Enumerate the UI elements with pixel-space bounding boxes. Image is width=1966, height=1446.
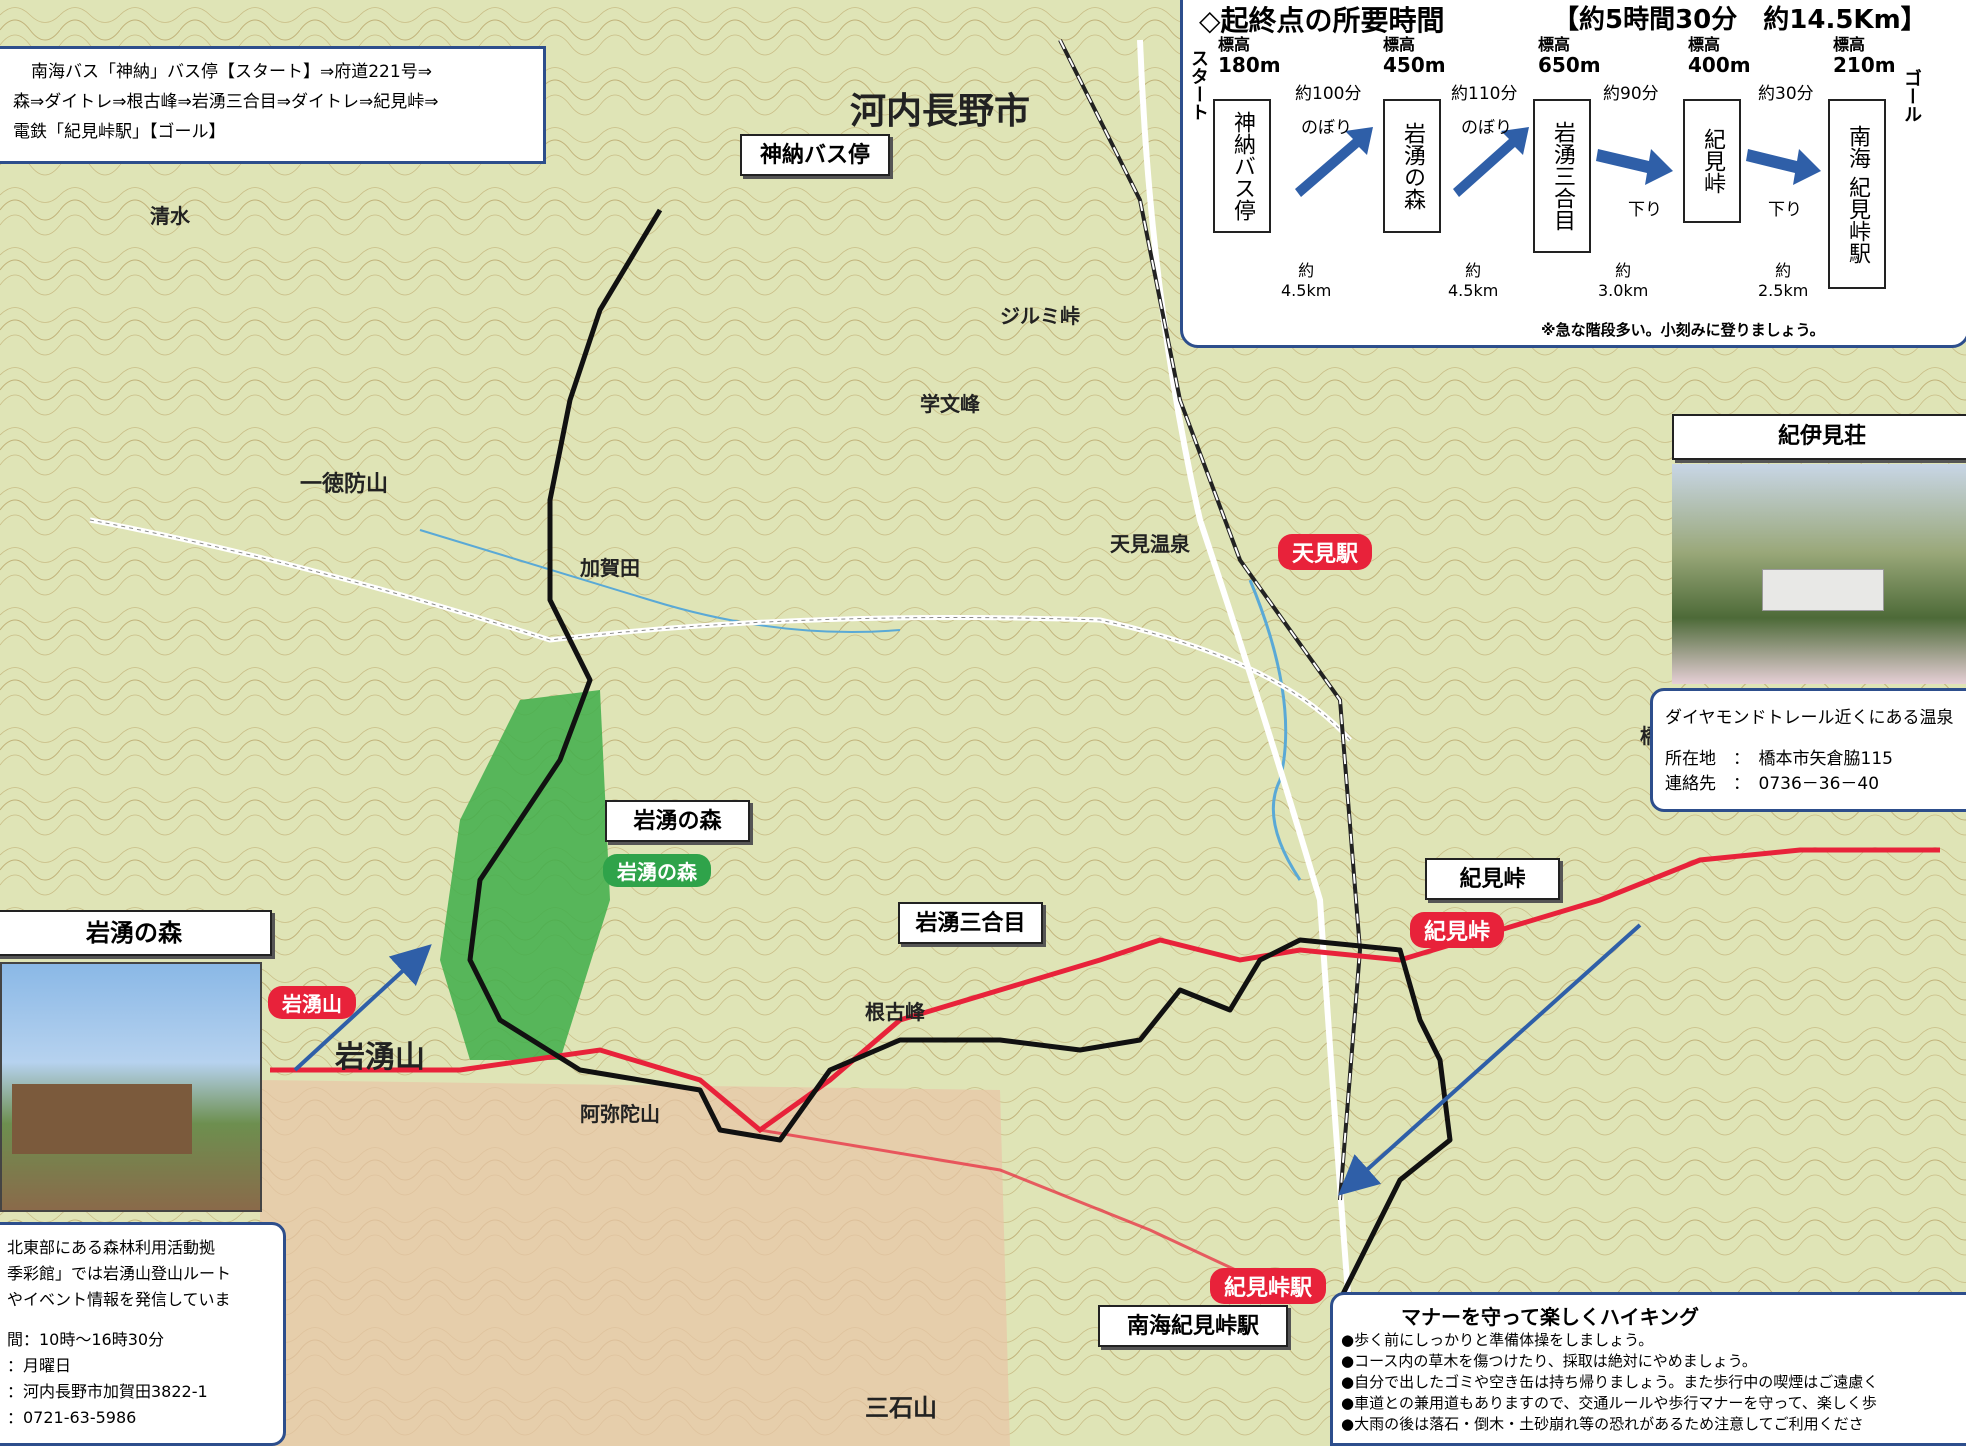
- kimi-pass-tag: 紀見峠: [1410, 912, 1505, 948]
- info-line: [7, 1313, 275, 1327]
- point-nankai-kimitoge-station: 南海 紀見峠駅: [1828, 99, 1886, 289]
- forest-house-photo: [0, 962, 262, 1212]
- info-line: ：月曜日: [7, 1356, 72, 1375]
- tel-label: 連絡先: [1665, 774, 1716, 794]
- leg-direction: 下り: [1628, 200, 1662, 220]
- railway: [1058, 39, 1363, 1201]
- route-description-box: 南海バス「神納」バス停【スタート】⇒府道221号⇒ 森⇒ダイトレ⇒根古峰⇒岩湧三…: [0, 46, 546, 164]
- route-line: 南海バス「神納」バス停【スタート】⇒府道221号⇒: [31, 62, 432, 82]
- label-iwawaki-forest: 岩湧の森: [605, 800, 750, 842]
- place-gakubunho: 学文峰: [920, 392, 980, 416]
- address-value: 橋本市矢倉脇115: [1758, 749, 1893, 769]
- kiimiso-title: 紀伊見荘: [1672, 414, 1966, 460]
- label-kanno-bus-stop: 神納バス停: [740, 134, 890, 176]
- house: [12, 1084, 192, 1154]
- info-line: 間：10時～16時30分: [7, 1330, 165, 1349]
- amami-station-tag: 天見駅: [1278, 534, 1373, 570]
- manners-item: ●コース内の草木を傷つけたり、採取は絶対にやめましょう。: [1341, 1352, 1757, 1370]
- start-label: スタート: [1188, 49, 1209, 121]
- point-kanno-bus-stop: 神納バス停: [1213, 99, 1271, 233]
- place-jirumi: ジルミ峠: [1000, 304, 1080, 328]
- route-line: 森⇒ダイトレ⇒根古峰⇒岩湧三合目⇒ダイトレ⇒紀見峠⇒: [13, 92, 439, 112]
- road: [1137, 39, 1363, 1446]
- place-iwawaki-mountain: 岩湧山: [335, 1040, 425, 1075]
- place-amidayama: 阿弥陀山: [580, 1102, 660, 1126]
- mountain-tag: 岩湧山: [268, 986, 356, 1019]
- building: [1762, 569, 1884, 611]
- info-line: 季彩館」では岩湧山登山ルート: [7, 1264, 232, 1283]
- label-iwawaki-mitsugome: 岩湧三合目: [898, 902, 1043, 944]
- pointer-arrow: [293, 944, 432, 1072]
- kiimiso-description: ダイヤモンドトレール近くにある温泉: [1665, 708, 1954, 728]
- manners-item: ●大雨の後は落石・倒木・土砂崩れ等の恐れがあるため注意してご利用くださ: [1341, 1415, 1864, 1433]
- place-amami-onsen: 天見温泉: [1110, 532, 1190, 556]
- place-ittokubo: 一徳防山: [300, 472, 389, 497]
- goal-label: ゴール: [1901, 69, 1922, 123]
- time-box-total: 【約5時間30分 約14.5Km】: [1553, 5, 1927, 35]
- diamond-trail: [270, 847, 1940, 1134]
- label-nankai-kimitoge-station: 南海紀見峠駅: [1098, 1305, 1288, 1347]
- address-label: 所在地: [1665, 749, 1716, 769]
- river: [419, 529, 901, 633]
- label-kimi-pass: 紀見峠: [1425, 858, 1560, 900]
- road: [89, 519, 1351, 741]
- manners-title: マナーを守って楽しくハイキング: [1401, 1305, 1699, 1329]
- place-mitsuishi: 三石山: [865, 1394, 937, 1422]
- leg-time: 約110分: [1451, 84, 1518, 104]
- iwawaki-box-title: 岩湧の森: [0, 910, 272, 956]
- kiimiso-info-box: ダイヤモンドトレール近くにある温泉 所在地 ： 橋本市矢倉脇115 連絡先 ： …: [1650, 688, 1966, 812]
- place-kagada: 加賀田: [580, 556, 640, 580]
- leg-direction: のぼり: [1301, 118, 1352, 138]
- manners-item: ●自分で出したゴミや空き缶は持ち帰りましょう。また歩行中の喫煙はご遠慮く: [1341, 1373, 1879, 1391]
- route-line: 電鉄「紀見峠駅」【ゴール】: [13, 122, 226, 142]
- tel-value: 0736－36－40: [1758, 774, 1880, 794]
- manners-box: マナーを守って楽しくハイキング ●歩く前にしっかりと準備体操をしましょう。 ●コ…: [1330, 1292, 1966, 1446]
- iwawaki-info-box: 北東部にある森林利用活動拠 季彩館」では岩湧山登山ルート やイベント情報を発信し…: [0, 1222, 286, 1446]
- kimitoge-station-tag: 紀見峠駅: [1210, 1268, 1327, 1304]
- city-label: 河内長野市: [850, 91, 1031, 132]
- leg-time: 約90分: [1603, 84, 1659, 104]
- info-line: 北東部にある森林利用活動拠: [7, 1238, 216, 1257]
- hiking-route: [467, 208, 1453, 1302]
- info-line: ：河内長野市加賀田3822-1: [7, 1382, 208, 1401]
- time-box-note: ※急な階段多い。小刻みに登りましょう。: [1541, 321, 1825, 339]
- point-kimi-pass: 紀見峠: [1683, 99, 1741, 223]
- forest-tag: 岩湧の森: [603, 854, 711, 887]
- place-nekomine: 根古峰: [865, 1000, 925, 1024]
- info-line: ：0721-63-5986: [7, 1408, 137, 1427]
- pointer-arrow: [1338, 923, 1642, 1196]
- forest-area: [440, 690, 610, 1060]
- info-line: やイベント情報を発信していま: [7, 1290, 231, 1309]
- manners-item: ●車道との兼用道もありますので、交通ルールや歩行マナーを守って、楽しく歩: [1341, 1394, 1877, 1412]
- point-iwawaki-forest: 岩湧の森: [1383, 99, 1441, 233]
- leg-direction: 下り: [1768, 200, 1802, 220]
- kiimiso-photo: [1672, 464, 1966, 684]
- point-iwawaki-mitsugome: 岩湧三合目: [1533, 99, 1591, 253]
- leg-direction: のぼり: [1461, 118, 1512, 138]
- leg-arrows: [1295, 127, 1821, 197]
- manners-item: ●歩く前にしっかりと準備体操をしましょう。: [1341, 1331, 1654, 1349]
- place-shimizu: 清水: [150, 204, 190, 228]
- leg-time: 約100分: [1295, 84, 1362, 104]
- time-box-title: ◇起終点の所要時間: [1199, 4, 1445, 37]
- leg-time: 約30分: [1758, 84, 1814, 104]
